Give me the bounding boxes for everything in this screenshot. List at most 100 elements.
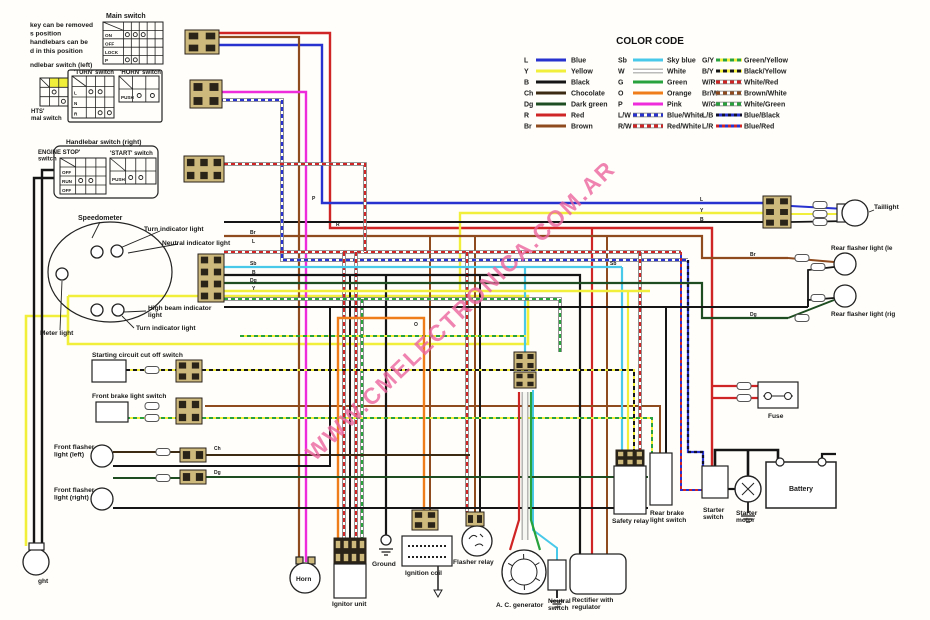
legend-name: White/Red [744, 80, 778, 87]
turn-indicator-bulb [90, 245, 104, 259]
table-diagonal [118, 75, 133, 90]
wire-code: R [336, 222, 340, 228]
bullet-connector [736, 394, 752, 402]
connector-pin [200, 256, 209, 264]
connector-pin [516, 353, 523, 360]
contact-dot [138, 175, 144, 180]
contact-dot [132, 32, 138, 38]
orange-loop [336, 316, 426, 545]
flasher-relay-body [461, 525, 493, 557]
engine-stop-title: switch [38, 157, 57, 163]
bullet-connector [144, 414, 160, 422]
legend-code: R/W [618, 124, 632, 131]
legend-code: L/R [702, 124, 713, 131]
bullet-connector [810, 294, 826, 302]
connector-pin [627, 459, 633, 465]
ac-generator-body [501, 549, 547, 595]
legend-name: Blue/White [667, 113, 703, 120]
bullet-connector [812, 201, 828, 209]
legend-name: Red [571, 113, 584, 120]
lw-bus [219, 98, 688, 262]
connector-pin [200, 280, 209, 288]
connector-pin [780, 209, 788, 215]
connector-pin [200, 171, 208, 180]
start-circuit-switch-body [91, 359, 127, 383]
main-switch-table [102, 21, 164, 65]
connector-pin [191, 413, 200, 422]
ignitor-body [333, 563, 367, 599]
turn-indicator-label: Turn indicator light [144, 226, 204, 233]
leader-line [121, 315, 135, 329]
wire-code: Sb [610, 261, 616, 267]
contact-dot [51, 89, 57, 95]
connector-pin [213, 158, 222, 167]
front-flasher-black-left [113, 307, 331, 467]
lights-switch-table [39, 77, 69, 107]
bullet-connector [812, 218, 828, 226]
handlebar-left-title: ndlebar switch (left) [30, 62, 92, 69]
legend-title: COLOR CODE [616, 36, 684, 47]
neutral-switch-label: switch [548, 605, 569, 612]
table-diagonal [39, 77, 50, 88]
connector-pin [359, 540, 365, 549]
headlight-yellow [24, 314, 68, 546]
legend-name: Brown [571, 124, 593, 131]
table-row-label: N [74, 101, 78, 106]
connector-pin [351, 540, 357, 549]
coil-tick [534, 562, 540, 566]
connector-pin [186, 171, 195, 180]
wire-code: Dg [214, 470, 221, 476]
leader-line [127, 243, 179, 254]
start-switch-title: 'START' switch [110, 151, 153, 157]
taillight-yellow [458, 211, 763, 291]
headlight-label: ght [38, 578, 49, 585]
legend-name: Brown/White [744, 91, 787, 98]
ground-label: Ground [372, 561, 396, 568]
contact-dot [149, 93, 155, 98]
neutral-indicator-bulb [110, 244, 124, 258]
lights-switch-title: mal switch [31, 116, 62, 122]
table-row-label: R [74, 112, 78, 117]
legend-name: Red/White [667, 124, 701, 131]
headlight-black-1 [40, 168, 54, 546]
high-beam-label: High beam indicator [148, 305, 212, 312]
legend-code: W/G [702, 102, 717, 109]
rw-handlebar [224, 163, 366, 252]
horn-label: Horn [296, 576, 311, 583]
connector-pin [427, 512, 436, 518]
front-brake-switch-body [95, 401, 129, 423]
legend-name: Chocolate [571, 91, 605, 98]
table-diagonal [102, 21, 124, 31]
front-flasher-left-label: light (left) [54, 451, 84, 458]
table-diagonal [59, 157, 76, 168]
connector-pin [335, 540, 341, 549]
table-row-label: OFF [62, 188, 71, 193]
legend-code: R [524, 113, 529, 120]
connector-pin [516, 373, 523, 379]
ac-generator-label: A. C. generator [496, 602, 544, 609]
legend-code: Br/W [702, 91, 719, 98]
by-bus [202, 369, 635, 450]
connector-pin [205, 44, 216, 52]
neutral-switch-label: Neutral [548, 598, 571, 605]
legend-code: L/W [618, 113, 631, 120]
connector-pin [188, 32, 199, 40]
wire-code: Dg [250, 278, 257, 284]
front-flasher-right-label: Front flasher [54, 487, 95, 494]
legend-code: Sb [618, 58, 627, 65]
brown-bus [224, 234, 788, 260]
legend-code: Dg [524, 102, 533, 109]
front-brake-label: Front brake light switch [92, 393, 166, 400]
connector-pin [343, 553, 349, 562]
high-beam-label: light [148, 312, 163, 319]
legend-name: Sky blue [667, 58, 696, 65]
connector-pin [527, 381, 534, 387]
front-flasher-right-label: light (right) [54, 494, 89, 501]
legend-code: Y [524, 69, 529, 76]
front-flasher-left-label: Front flasher [54, 444, 95, 451]
contact-dot [60, 98, 66, 104]
relay-contacts [468, 533, 484, 547]
contact-dot [140, 32, 146, 38]
connector-pin [766, 219, 774, 226]
